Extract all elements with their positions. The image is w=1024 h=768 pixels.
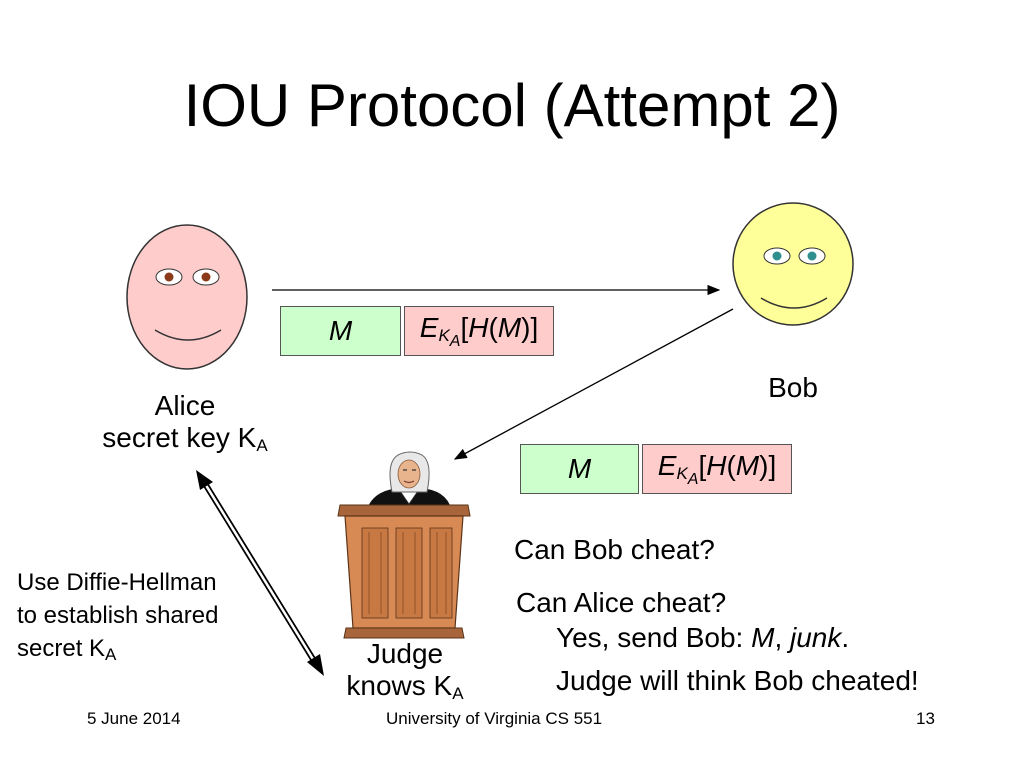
footer-page-number: 13 (916, 709, 935, 728)
judge-message-m-box: M (520, 444, 639, 494)
answer-line-2: Judge will think Bob cheated! (556, 665, 919, 696)
judge-message-m-text: M (567, 453, 592, 484)
diffie-hellman-note: Use Diffie-Hellman to establish shared s… (17, 569, 219, 664)
alice-label: Alice secret key KA (0, 390, 370, 462)
footer-date: 5 June 2014 (87, 709, 181, 728)
message-signature-box: EKA[H(M)] (404, 306, 554, 356)
judge-name: Judge (366, 638, 444, 669)
judge-label: Judge knows KA (310, 638, 500, 710)
message-m-text: M (328, 315, 353, 346)
answer-line-1: Yes, send Bob: M, junk. (556, 622, 850, 653)
question-alice-cheat: Can Alice cheat? (516, 587, 727, 618)
bob-to-judge-arrow (453, 308, 734, 460)
question-bob-cheat: Can Bob cheat? (514, 534, 715, 565)
footer-course: University of Virginia CS 551 (386, 709, 603, 728)
message-m-box: M (280, 306, 401, 356)
judge-signature-text: EKA[H(M)] (657, 449, 777, 488)
alice-face-icon (126, 224, 248, 370)
bob-face-icon (732, 202, 854, 326)
judge-message-signature-box: EKA[H(M)] (642, 444, 792, 494)
signature-text: EKA[H(M)] (419, 311, 539, 350)
alice-name: Alice (154, 390, 216, 421)
judge-knows: knows KA (346, 670, 464, 703)
alice-judge-double-arrow (196, 470, 324, 676)
judge-icon (337, 451, 471, 639)
bob-label: Bob (768, 372, 818, 403)
alice-key: secret key KA (102, 422, 268, 455)
page-title: IOU Protocol (Attempt 2) (183, 72, 841, 139)
